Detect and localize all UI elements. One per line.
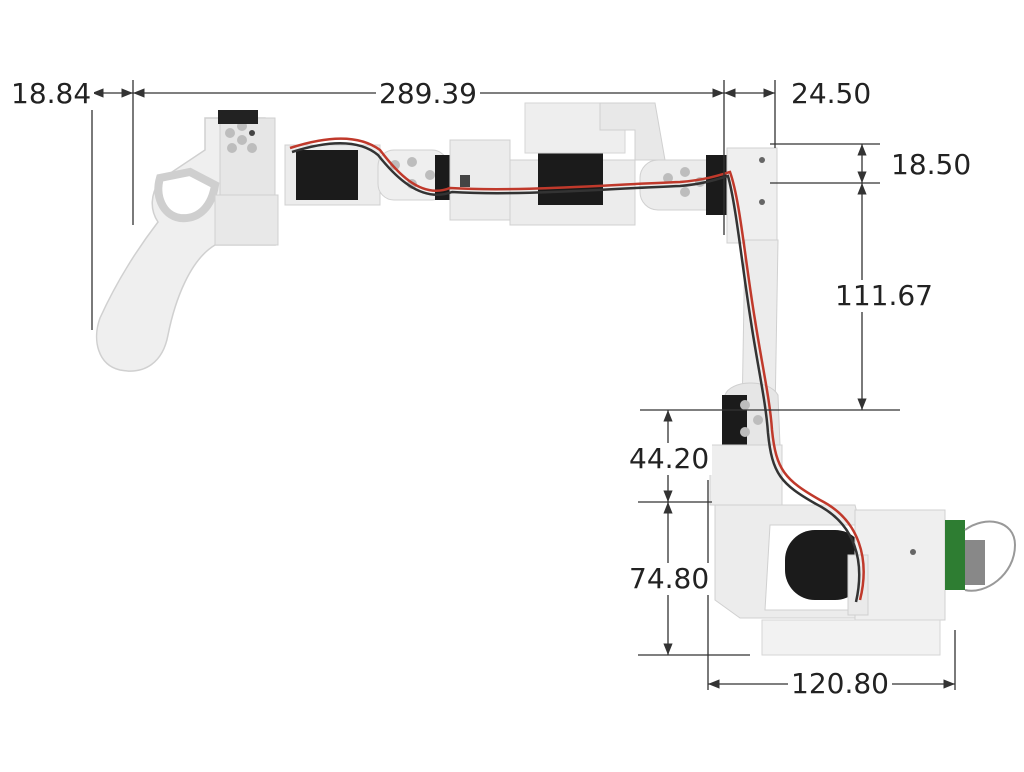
dimension-label-forearm-height: 111.67 [832, 280, 936, 312]
base-servo [785, 530, 865, 600]
dimension-label-wrist-width: 24.50 [788, 78, 875, 110]
base-assembly [709, 444, 985, 656]
dimension-label-base-width: 120.80 [788, 668, 892, 700]
dimension-label-top-offset: 18.50 [888, 149, 975, 181]
dimension-label-elbow-height: 44.20 [626, 443, 713, 475]
servo-wiring [289, 137, 1017, 603]
control-board [945, 520, 965, 590]
servo-2 [538, 150, 603, 205]
dimension-label-arm-length: 289.39 [376, 78, 480, 110]
elbow-forearm [639, 147, 781, 450]
dimension-label-handle-offset: 18.84 [8, 78, 95, 110]
upper-arm-segment [284, 102, 666, 226]
handle-grip [95, 110, 279, 372]
servo-1 [296, 150, 358, 200]
dimension-label-base-height: 74.80 [626, 563, 713, 595]
